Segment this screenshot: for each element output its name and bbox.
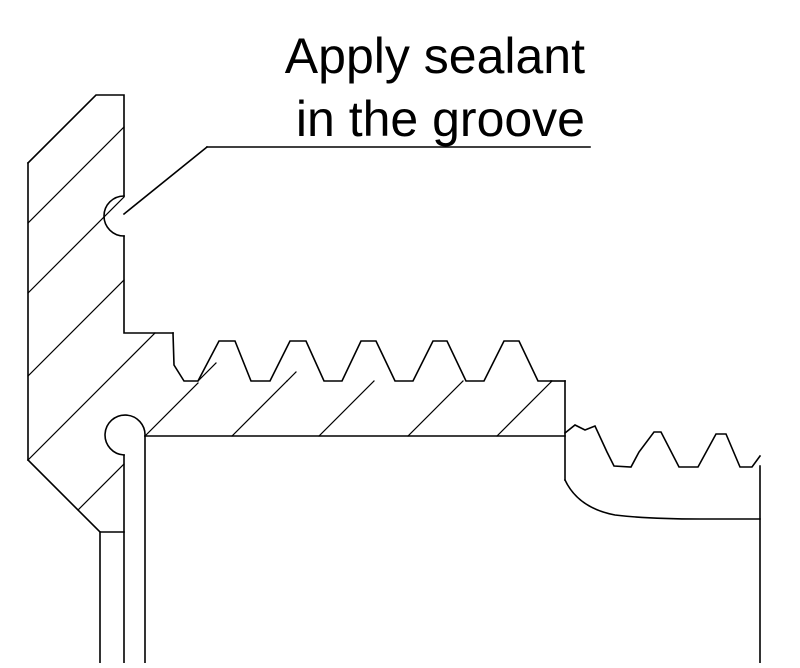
right-thread-profile (563, 424, 762, 468)
right-fillet (563, 478, 761, 520)
leader-line (122, 145, 591, 216)
lower-sealant-groove (104, 414, 146, 456)
thread-profile (172, 332, 552, 382)
flange-outline (26, 94, 174, 664)
callout-text-line-1: Apply sealant (284, 28, 585, 84)
upper-sealant-groove (103, 195, 125, 237)
section-hatching (27, 126, 553, 511)
callout-text-line-2: in the groove (295, 91, 585, 147)
